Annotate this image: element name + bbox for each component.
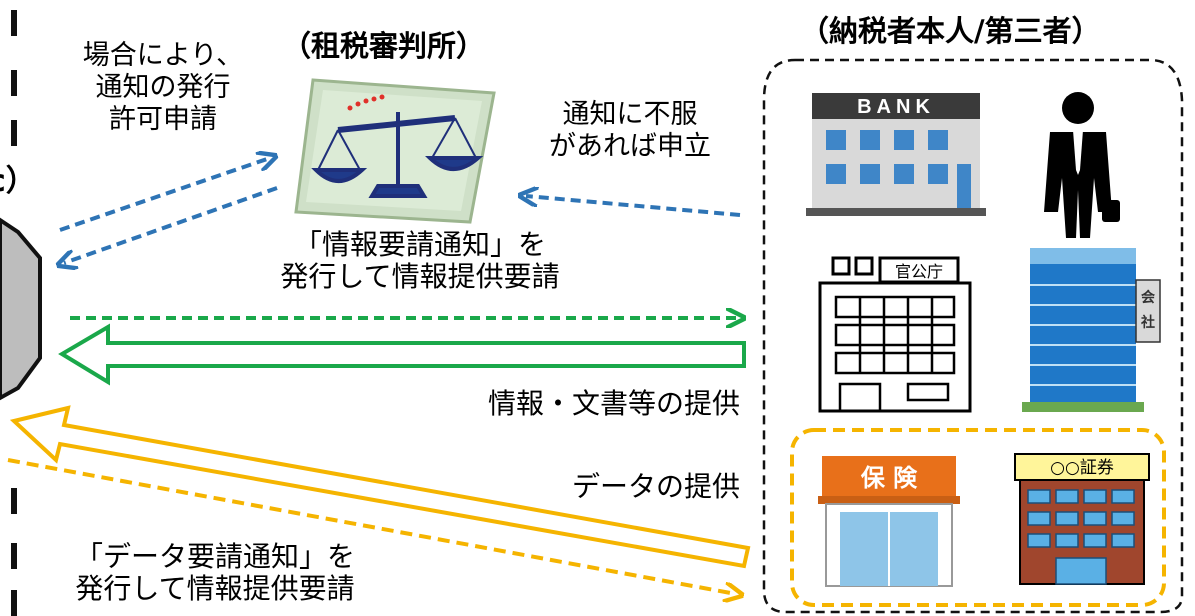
- taxpayer-title: （納税者本人/第三者）: [800, 14, 1101, 48]
- securities-sign: ○○証券: [1050, 458, 1114, 478]
- objection-line-2: があれば申立: [549, 131, 711, 162]
- info-provided-label: 情報・文書等の提供: [487, 387, 740, 420]
- info-request-note: 「情報要請通知」を 発行して情報提供要請: [200, 229, 640, 293]
- insurance-office-icon: 保 険: [818, 456, 960, 587]
- scales-of-justice-icon: [294, 78, 496, 224]
- left-boundary-dashes: [11, 10, 17, 616]
- court-permission-line-3: 許可申請: [109, 104, 217, 135]
- permission-granted-arrow: [64, 186, 278, 263]
- authority-label-fragment: c）: [0, 164, 36, 199]
- bank-sign: BANK: [857, 96, 935, 118]
- authority-hexagon-fragment: [0, 217, 42, 401]
- government-office-icon: 官公庁: [818, 256, 972, 413]
- businessman-icon: [1044, 92, 1120, 238]
- data-request-line-1: 「データ要請通知」を: [74, 540, 355, 573]
- bank-icon: BANK: [806, 93, 986, 216]
- tribunal-title: （租税審判所）: [282, 29, 486, 63]
- company-sign-1: 会: [1141, 289, 1156, 306]
- insurance-sign: 保 険: [860, 464, 918, 492]
- data-request-arrow: [7, 458, 736, 594]
- court-permission-line-2: 通知の発行: [95, 72, 231, 103]
- info-provided-arrow: [58, 323, 746, 386]
- data-request-note: 「データ要請通知」を 発行して情報提供要請: [60, 541, 370, 605]
- company-building-icon: 会 社: [1022, 248, 1161, 412]
- data-provided-label: データの提供: [571, 470, 740, 503]
- financial-group-frame: [790, 428, 1166, 607]
- government-sign: 官公庁: [895, 262, 943, 281]
- court-permission-note: 場合により、 通知の発行 許可申請: [58, 40, 268, 136]
- data-request-line-2: 発行して情報提供要請: [75, 572, 355, 605]
- info-request-line-2: 発行して情報提供要請: [280, 260, 560, 293]
- permission-request-arrow: [59, 158, 270, 232]
- info-request-line-1: 「情報要請通知」を: [293, 228, 546, 261]
- securities-company-icon: ○○証券: [1014, 453, 1150, 585]
- objection-line-1: 通知に不服: [562, 99, 698, 130]
- objection-arrow: [526, 196, 741, 217]
- taxpayer-group-frame: [762, 58, 1184, 614]
- data-provided-arrow: [9, 405, 751, 569]
- court-permission-line-1: 場合により、: [82, 40, 244, 71]
- company-sign-2: 社: [1140, 314, 1155, 331]
- objection-note: 通知に不服 があれば申立: [510, 99, 750, 163]
